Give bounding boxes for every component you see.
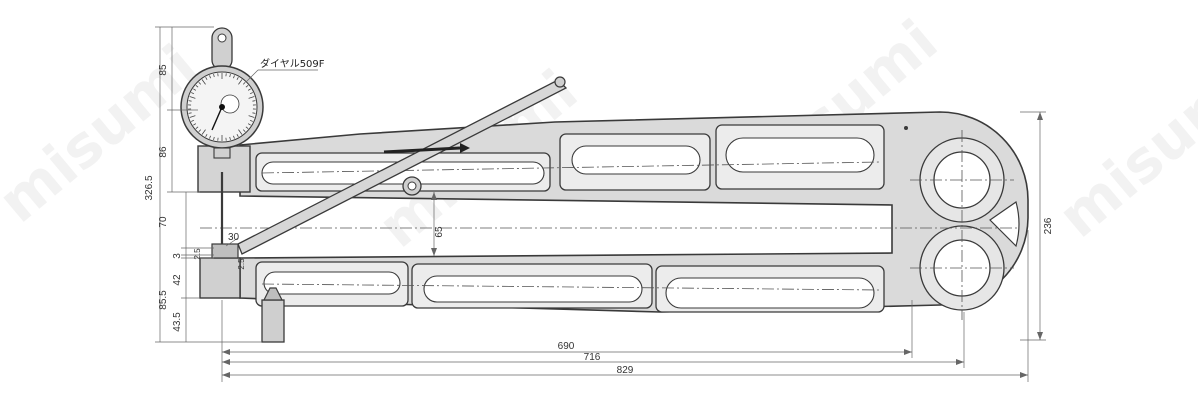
dial-ticks xyxy=(188,73,256,141)
dial-tick xyxy=(188,100,192,102)
dial-tick xyxy=(209,135,211,139)
lower-oval-3 xyxy=(665,277,875,309)
upper-oval-2 xyxy=(571,145,701,175)
lower-anvil xyxy=(199,257,285,343)
anvil-block xyxy=(199,257,241,299)
dial-tick xyxy=(245,126,249,129)
dim-2-5-a: 2.5 xyxy=(193,248,202,260)
dim-716: 716 xyxy=(584,352,601,363)
dial-top-hole xyxy=(217,33,227,43)
dial-needle xyxy=(211,106,223,131)
dial-tick xyxy=(193,123,197,126)
dial-tick xyxy=(238,129,243,135)
dial-tick xyxy=(191,92,195,95)
dim-85-top: 85 xyxy=(158,64,169,76)
dial-tick xyxy=(249,119,253,122)
dial-tick xyxy=(249,92,253,95)
gauge-frame xyxy=(239,111,1029,313)
dial-tick xyxy=(209,75,211,79)
dial-tick xyxy=(205,77,208,81)
dim-85-5: 85.5 xyxy=(158,290,169,310)
dim-86: 86 xyxy=(158,146,169,158)
dial-tick xyxy=(245,85,249,88)
dimension-lines xyxy=(155,26,1046,382)
dim-30: 30 xyxy=(228,232,240,243)
dim-2-5-b: 2.5 xyxy=(237,258,246,270)
dim-43-5: 43.5 xyxy=(172,312,183,332)
dial-tick xyxy=(188,112,192,114)
dimension-arrows xyxy=(222,112,1043,378)
dial-tick xyxy=(189,96,196,99)
dial-tick xyxy=(229,73,231,78)
dial-tick xyxy=(233,75,235,79)
bottom-spindle-tip xyxy=(263,287,283,301)
lever-arrow xyxy=(383,146,461,154)
dim-690: 690 xyxy=(558,341,575,352)
dial-tick xyxy=(252,100,256,102)
dial-tick xyxy=(252,112,256,114)
dim-70: 70 xyxy=(158,216,169,228)
dial-tick xyxy=(213,136,215,141)
dial-tick xyxy=(238,79,243,85)
upper-oval-3 xyxy=(725,137,875,173)
dial-tick xyxy=(198,129,202,133)
dial-tick xyxy=(195,126,199,129)
dial-tick xyxy=(201,79,206,85)
dial-neck xyxy=(213,147,231,159)
dial-tick xyxy=(242,81,246,85)
dial-tick xyxy=(213,73,215,78)
dial-tick xyxy=(193,88,197,91)
dial-tick xyxy=(236,133,239,137)
contact-head xyxy=(211,243,239,259)
lever-end-knob xyxy=(554,76,566,88)
center-lines xyxy=(200,130,1020,320)
dim-829: 829 xyxy=(617,365,634,376)
dial-tick xyxy=(191,119,195,122)
lever-pivot-inner xyxy=(407,181,417,191)
lever-arrow-head xyxy=(460,143,470,153)
lever-bar xyxy=(237,79,568,255)
dial-tick xyxy=(247,88,251,91)
dim-236: 236 xyxy=(1043,217,1054,234)
dial-tick xyxy=(242,129,246,133)
dial-tick xyxy=(248,115,255,118)
dim-42: 42 xyxy=(172,274,183,286)
lower-oval-2 xyxy=(423,275,643,303)
triangle-cutout xyxy=(989,201,1020,248)
dim-65: 65 xyxy=(434,226,445,238)
dial-tick xyxy=(198,81,202,85)
dial-tick xyxy=(229,136,231,141)
dial-tick xyxy=(247,123,251,126)
svg-text:misumi: misumi xyxy=(1045,47,1198,251)
dial-tick xyxy=(233,135,235,139)
dial-tick xyxy=(205,133,208,137)
frame-pin xyxy=(904,126,908,130)
dial-tick xyxy=(195,85,199,88)
dial-tick xyxy=(201,129,206,135)
dim-3: 3 xyxy=(172,253,183,259)
dial-model-label: ダイヤル509F xyxy=(260,57,325,70)
dial-tick xyxy=(236,77,239,81)
bottom-spindle xyxy=(261,299,285,343)
dim-326-5: 326.5 xyxy=(144,175,155,200)
svg-text:misumi: misumi xyxy=(0,32,210,236)
dial-tick xyxy=(248,96,255,99)
lower-oval-1 xyxy=(263,271,401,295)
dial-hub xyxy=(219,104,225,110)
lever xyxy=(237,76,568,255)
dial-subdial xyxy=(220,94,240,114)
dial-indicator xyxy=(180,27,264,159)
dial-tick xyxy=(189,115,196,118)
